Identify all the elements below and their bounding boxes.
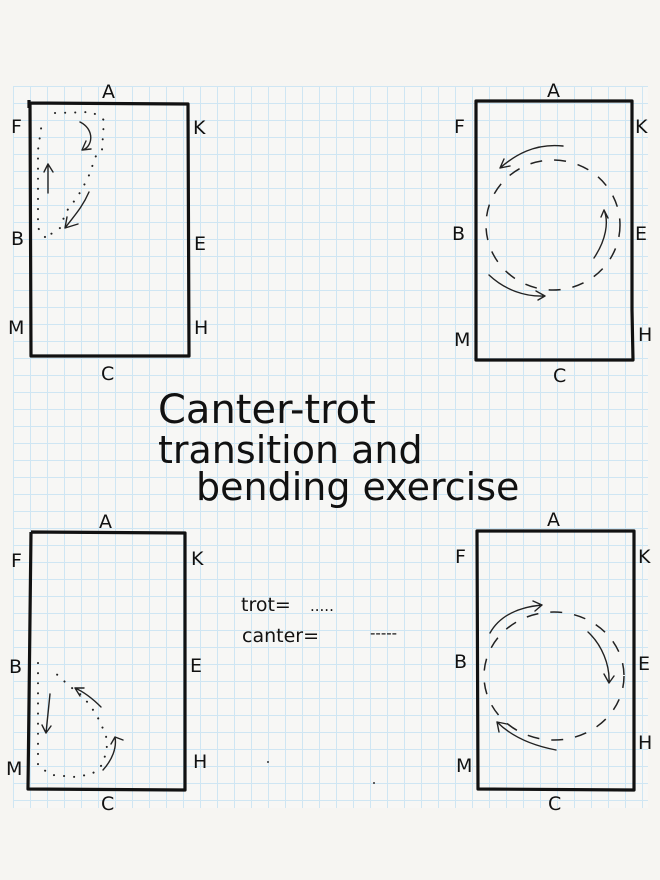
marker-C: C (101, 793, 114, 815)
marker-H: H (194, 317, 208, 339)
title-line-3: bending exercise (196, 465, 519, 509)
arrow-icon (79, 121, 92, 151)
title-line-1: Canter-trot (158, 387, 376, 433)
legend-trot-label: trot= (241, 594, 291, 616)
marker-K: K (635, 116, 648, 138)
marker-F: F (454, 116, 465, 138)
marker-E: E (190, 655, 202, 677)
marker-K: K (638, 546, 651, 568)
legend-canter-label: canter= (242, 625, 319, 647)
arena-bottom-right: A C F B M K E H (454, 509, 652, 815)
marker-C: C (101, 363, 114, 385)
arena-border (474, 99, 635, 362)
marker-H: H (193, 751, 207, 773)
stray-dot (373, 782, 375, 784)
marker-K: K (191, 548, 204, 570)
arrow-up-curve-icon (102, 736, 124, 771)
trot-path (37, 110, 106, 238)
stray-dot (267, 761, 269, 763)
arrow-up-left-icon (74, 687, 102, 708)
marker-B: B (9, 656, 22, 678)
marker-E: E (638, 653, 650, 675)
canter-circle (483, 611, 625, 741)
arrow-up-icon (43, 163, 54, 194)
graph-paper-grid (13, 86, 648, 808)
arrow-cw-top-icon (489, 600, 543, 634)
arena-top-left: A C F B M K E H (8, 81, 208, 385)
arena-top-right: A C F B M K E H (452, 80, 652, 387)
marker-F: F (455, 546, 466, 568)
arrow-cw-bottom-icon (496, 721, 557, 751)
arrow-down-left-icon (64, 191, 90, 229)
arrow-ccw-right-icon (593, 209, 609, 259)
marker-B: B (454, 651, 467, 673)
legend: trot= ..... canter= ----- (241, 594, 397, 647)
marker-K: K (193, 117, 206, 139)
marker-H: H (638, 732, 652, 754)
marker-H: H (638, 324, 652, 346)
marker-A: A (547, 509, 560, 531)
marker-M: M (8, 317, 24, 339)
marker-C: C (548, 793, 561, 815)
arrow-cw-right-icon (587, 631, 615, 684)
arena-border (27, 100, 191, 358)
arrow-ccw-top-icon (499, 144, 564, 169)
arena-border (475, 529, 636, 792)
arrow-ccw-bottom-icon (488, 274, 546, 301)
marker-M: M (454, 329, 470, 351)
marker-M: M (6, 758, 22, 780)
legend-trot-symbol: ..... (310, 597, 334, 615)
arena-border (26, 530, 187, 792)
marker-M: M (456, 755, 472, 777)
marker-E: E (194, 233, 206, 255)
arena-bottom-left: A C F B M K E H (6, 511, 207, 815)
canter-circle (485, 159, 621, 291)
trot-path (37, 662, 109, 779)
marker-B: B (452, 223, 465, 245)
arrow-down-icon (41, 693, 52, 734)
marker-A: A (547, 80, 560, 102)
marker-C: C (553, 365, 566, 387)
marker-F: F (11, 550, 22, 572)
title-block: Canter-trot transition and bending exerc… (158, 387, 519, 509)
marker-F: F (11, 116, 22, 138)
marker-B: B (11, 228, 24, 250)
marker-A: A (99, 511, 112, 533)
marker-E: E (635, 223, 647, 245)
marker-A: A (102, 81, 115, 103)
legend-canter-symbol: ----- (370, 624, 397, 642)
title-line-2: transition and (158, 428, 423, 472)
